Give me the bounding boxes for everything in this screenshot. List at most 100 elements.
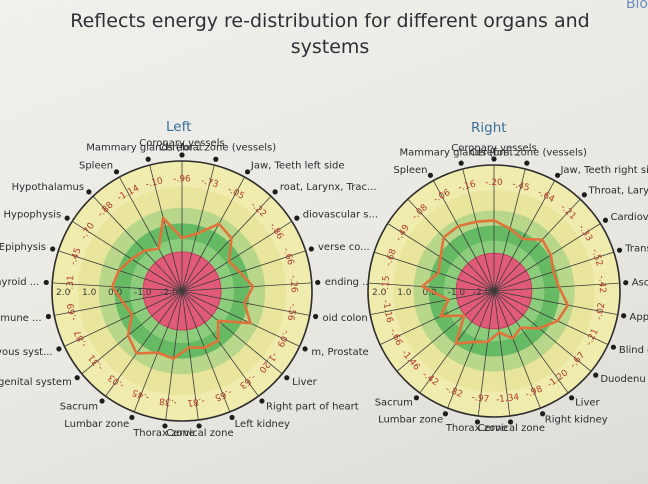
radar-spoke [54,290,183,316]
radar-spoke [493,290,569,394]
data-value-label: -1.16 [380,299,394,324]
radar-spoke [493,290,609,346]
category-label: Right part of heart [266,402,359,413]
radar-spoke [396,290,495,372]
category-marker [474,419,481,425]
category-label: roat, Larynx, Trac... [280,182,377,193]
category-marker [602,217,609,223]
category-label: Duodenu [600,374,645,385]
radar-spoke [181,290,259,397]
category-marker [581,192,587,198]
category-label: Liver [575,398,600,409]
category-marker [491,156,497,162]
radar-spoke [493,180,556,292]
radar-spoke [493,290,541,409]
category-label: Spleen [393,165,427,176]
data-value-label: -.96 [173,175,191,185]
category-marker [308,246,314,252]
data-value-label: -.15 [381,275,392,293]
radar-spoke [181,290,310,316]
category-label: Nervous syst... [0,347,53,358]
radar-spoke [493,290,592,372]
category-label: Epiphysis [0,242,46,253]
category-label: Throat, Larynx [587,185,648,196]
category-label: Cervical zone [166,428,233,439]
category-label: Transv [624,243,648,254]
category-marker [99,398,105,404]
radar-spoke [181,290,199,421]
category-marker [213,156,219,162]
radar-spoke [407,198,495,292]
category-marker [145,156,151,162]
category-marker [294,215,300,221]
data-value-label: -.81 [187,395,206,407]
data-value-label: -.45 [511,180,530,194]
category-label: diovascular s... [303,209,378,220]
ring-scale-label: -1.0 [448,288,466,298]
data-value-label: -.10 [145,176,165,190]
right-panel-title: Right [471,120,507,136]
radar-spoke [493,290,618,316]
category-marker [244,169,251,175]
category-label: Thorax zone [132,428,195,439]
category-marker [315,279,321,286]
category-label: Cervical zone [478,423,545,434]
data-value-label: -.31 [65,275,76,293]
category-marker [284,375,290,381]
category-marker [229,414,235,421]
category-marker [86,189,92,195]
category-marker [64,215,70,221]
category-marker [43,279,49,286]
data-value-label: -1.34 [495,393,520,406]
ring-scale-label: -2.0 [160,288,178,298]
category-marker [259,398,265,404]
category-marker [458,160,464,166]
radar-spoke [181,195,272,292]
category-marker [610,344,617,350]
data-value-label: -.56 [285,302,298,321]
category-marker [413,395,420,401]
radar-spoke [181,290,300,347]
ring-scale-label: 0.0 [422,288,437,298]
category-label: Lumbar zone [378,414,443,425]
category-label: Coronary vessels [451,143,536,154]
radar-spoke [64,290,183,347]
category-marker [113,169,120,175]
category-label: verse co... [318,242,370,253]
category-label: Liver [292,377,317,388]
left-panel-title: Left [166,119,192,135]
radar-spoke [105,290,183,397]
category-marker [593,372,599,378]
category-label: ending ... [325,277,372,288]
category-marker [616,247,623,253]
radar-spoke [493,282,620,292]
category-label: Appe [630,312,648,323]
data-value-label: -.16 [457,179,477,193]
category-label: Left kidney [235,419,290,430]
category-marker [50,246,56,252]
radar-spoke [72,221,183,292]
category-marker [45,313,52,320]
category-marker [129,414,135,421]
radar-spoke [447,290,495,409]
data-value-label: -.73 [200,176,219,190]
category-marker [74,375,80,381]
radar-spoke [181,282,312,292]
category-label: Immune ... [0,313,42,324]
page-title: Reflects energy re-distribution for diff… [70,10,590,58]
category-marker [312,313,319,320]
category-label: Mammary glands (for ... [86,142,206,153]
category-label: Jaw, Teeth left side [250,161,345,172]
category-label: Lumbar zone [64,419,129,430]
data-value-label: -.97 [471,393,490,405]
data-value-label: -.38 [158,395,177,407]
category-label: Hypophysis [4,209,62,220]
data-series-polygon [420,219,570,345]
category-marker [196,423,202,429]
radar-spoke [119,176,183,292]
ring-scale-label: 1.0 [82,288,97,298]
radar-spoke [379,290,495,346]
radar-spoke [493,290,511,417]
category-marker [621,313,627,319]
